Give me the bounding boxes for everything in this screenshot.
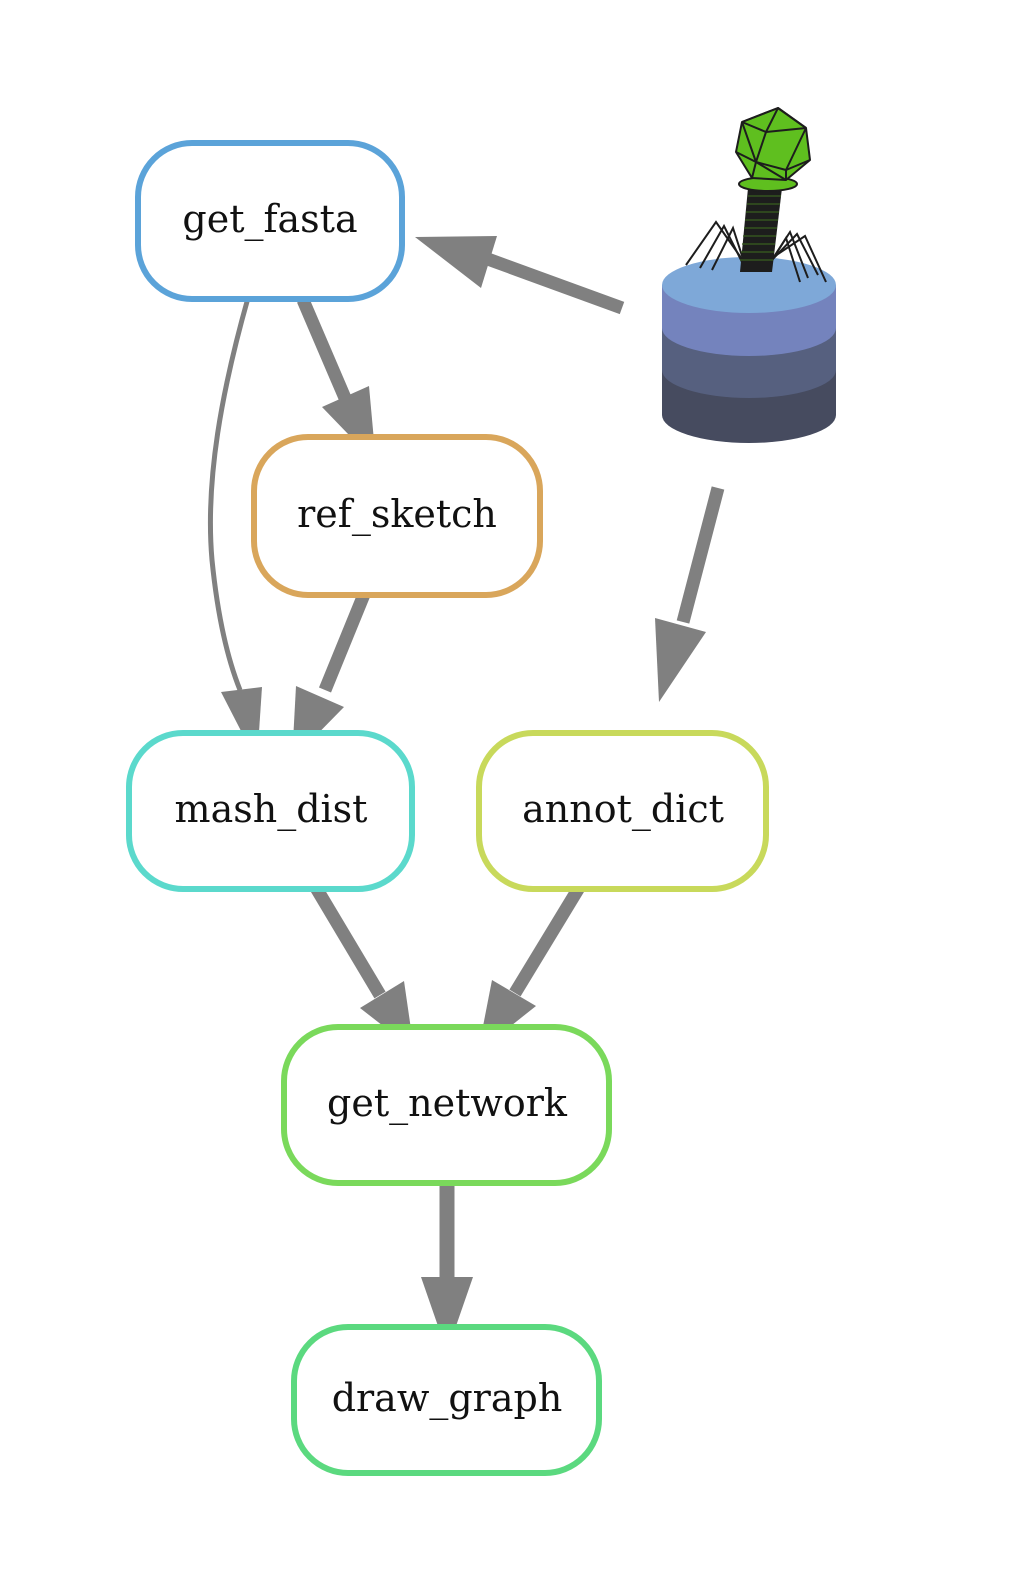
phage-tail (738, 176, 798, 272)
edge-database-to-annot-dict (655, 486, 725, 702)
phage-capsid (735, 107, 811, 181)
node-get-fasta[interactable]: get_fasta (135, 140, 405, 302)
node-label-mash-dist: mash_dist (175, 787, 368, 832)
node-ref-sketch[interactable]: ref_sketch (251, 434, 543, 598)
node-draw-graph[interactable]: draw_graph (291, 1324, 602, 1476)
node-get-network[interactable]: get_network (281, 1024, 612, 1186)
node-label-ref-sketch: ref_sketch (297, 492, 497, 537)
database-cylinder (662, 257, 836, 443)
node-label-annot-dict: annot_dict (522, 787, 724, 832)
node-annot-dict[interactable]: annot_dict (476, 730, 769, 892)
edge-database-to-get-fasta (415, 236, 625, 315)
node-mash-dist[interactable]: mash_dist (126, 730, 415, 892)
phage-legs (685, 220, 827, 283)
phage-database-icon (662, 107, 836, 443)
node-label-draw-graph: draw_graph (332, 1376, 563, 1421)
edge-get-network-to-draw-graph (421, 1182, 473, 1352)
node-label-get-network: get_network (327, 1081, 568, 1126)
node-label-get-fasta: get_fasta (182, 197, 357, 242)
